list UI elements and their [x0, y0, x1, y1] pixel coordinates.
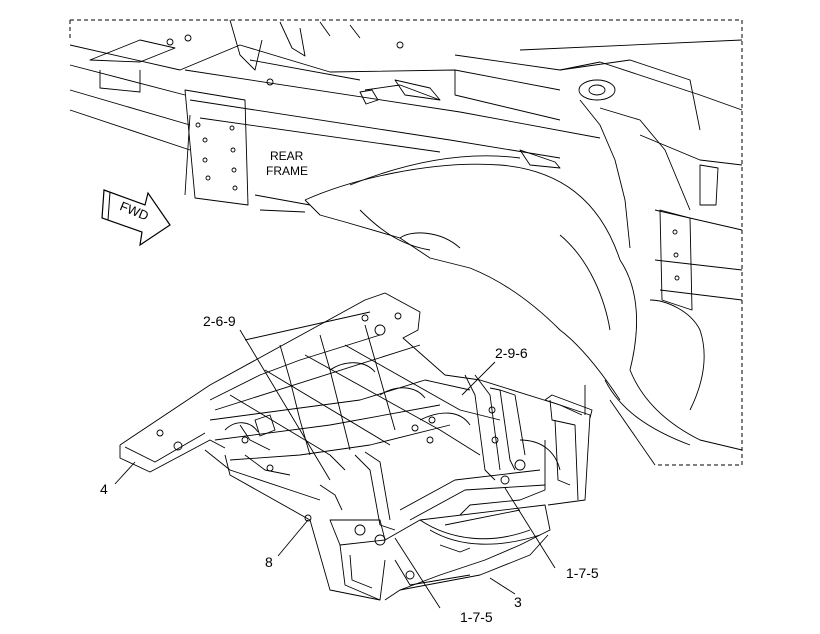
callout-1-7-5-bottom: 1-7-5: [460, 609, 493, 625]
callout-leader-lines: [114, 329, 556, 609]
rear-frame-label-line2: FRAME: [266, 164, 308, 178]
rear-frame-label-line1: REAR: [270, 149, 304, 163]
callout-2-9-6: 2-9-6: [495, 345, 528, 361]
callout-labels: 2-6-9 2-9-6 4 8 1-7-5 1-7-5 3: [100, 313, 599, 625]
callout-2-6-9: 2-6-9: [203, 313, 236, 329]
callout-8: 8: [265, 554, 273, 570]
forward-arrow-icon: [101, 189, 171, 247]
cutaway-border: [69, 19, 743, 466]
callout-1-7-5-right: 1-7-5: [566, 565, 599, 581]
callout-3: 3: [514, 594, 522, 610]
rear-frame-label: REAR FRAME: [266, 149, 308, 178]
callout-4: 4: [100, 481, 108, 497]
floor-plate-assembly: [119, 292, 583, 501]
forward-direction-arrow: FWD: [101, 189, 171, 247]
support-box-assembly: [224, 374, 593, 601]
rear-frame-assembly: [69, 19, 743, 466]
